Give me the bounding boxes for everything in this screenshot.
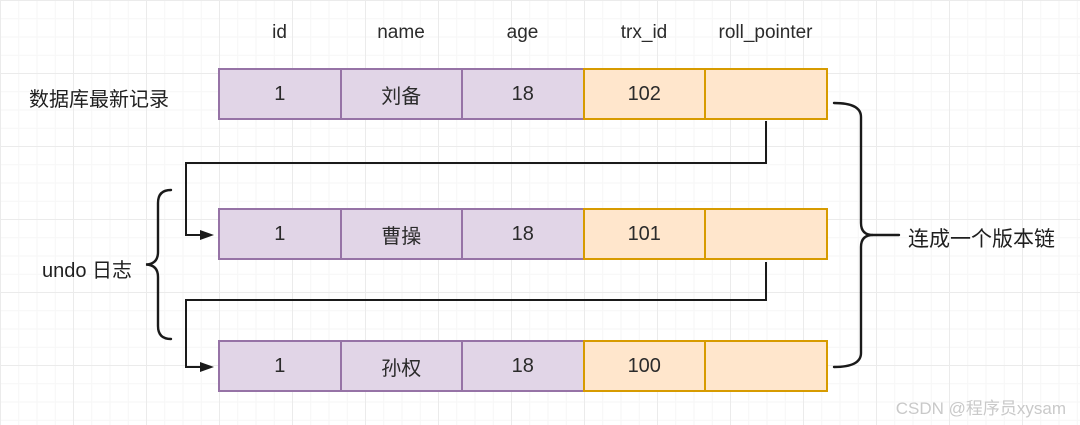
- record-row-undo-101: 1 曹操 18 101: [218, 208, 828, 260]
- undo-log-brace: [145, 188, 173, 341]
- csdn-watermark: CSDN @程序员xysam: [895, 399, 1066, 418]
- cell-roll-pointer: [704, 340, 828, 392]
- cell-trx-id: 102: [582, 68, 706, 120]
- column-header-trx-id: trx_id: [620, 22, 668, 43]
- label-version-chain: 连成一个版本链: [908, 228, 1055, 251]
- column-header-name: name: [377, 22, 425, 43]
- cell-age: 18: [461, 340, 585, 392]
- cell-id: 1: [218, 208, 342, 260]
- cell-name: 刘备: [339, 68, 463, 120]
- cell-id: 1: [218, 68, 342, 120]
- cell-roll-pointer: [704, 208, 828, 260]
- cell-id: 1: [218, 340, 342, 392]
- cell-trx-id: 101: [582, 208, 706, 260]
- record-row-undo-100: 1 孙权 18 100: [218, 340, 828, 392]
- record-row-latest: 1 刘备 18 102: [218, 68, 828, 120]
- cell-name: 曹操: [339, 208, 463, 260]
- column-header-id: id: [272, 22, 287, 43]
- column-header-roll-pointer: roll_pointer: [718, 22, 813, 43]
- label-undo-log: undo 日志: [42, 260, 133, 282]
- label-latest-record: 数据库最新记录: [29, 89, 169, 111]
- cell-age: 18: [461, 208, 585, 260]
- version-chain-brace: [832, 101, 874, 369]
- cell-roll-pointer: [704, 68, 828, 120]
- cell-trx-id: 100: [582, 340, 706, 392]
- cell-name: 孙权: [339, 340, 463, 392]
- column-header-age: age: [506, 22, 539, 43]
- cell-age: 18: [461, 68, 585, 120]
